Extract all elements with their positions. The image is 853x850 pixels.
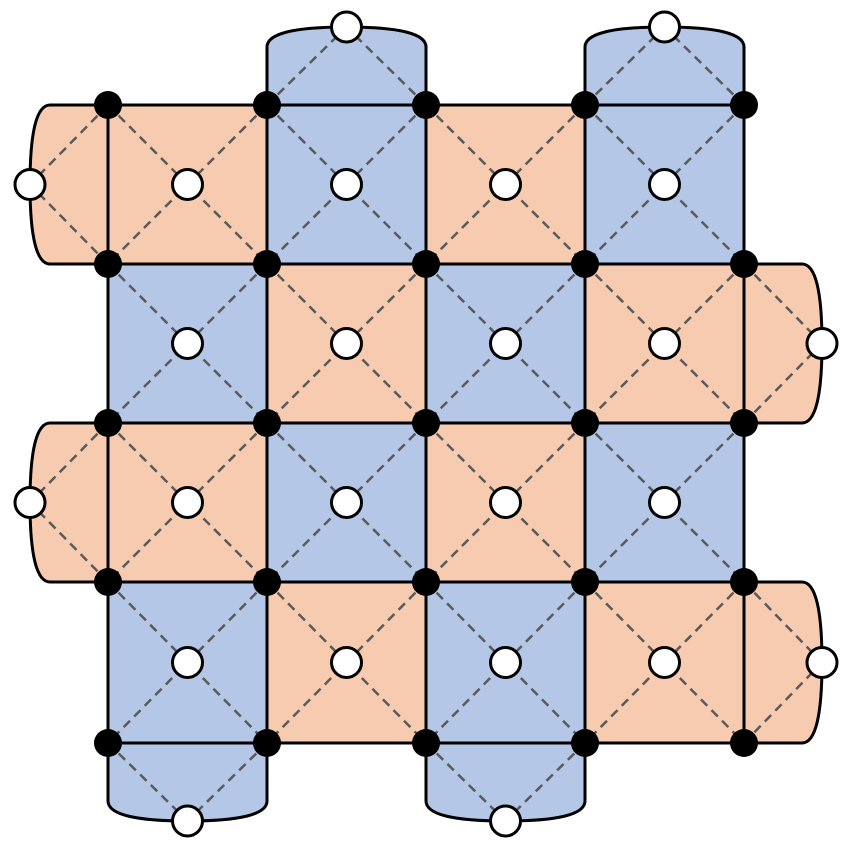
dashed-boundary-link [743,342,823,424]
ancilla-qubit-open-circle-icon [171,486,204,519]
ancilla-qubit-open-circle-icon [171,646,204,679]
ancilla-qubit-open-circle-icon [330,646,363,679]
ancilla-qubit-open-circle-icon [489,646,522,679]
ancilla-qubit-open-circle-icon [330,168,363,201]
data-qubit-filled-circle-icon [730,729,758,757]
dashed-boundary-link [743,263,823,345]
data-qubit-filled-circle-icon [571,409,599,437]
dashed-boundary-link [186,742,268,822]
ancilla-qubit-open-circle-icon [13,168,47,201]
ancilla-qubit-open-circle-icon [330,327,363,360]
data-qubit-filled-circle-icon [412,91,440,119]
data-qubit-filled-circle-icon [253,250,281,278]
data-qubit-filled-circle-icon [571,568,599,596]
dashed-boundary-link [107,742,189,822]
ancilla-qubit-open-circle-icon [489,486,522,519]
data-qubits [94,91,758,757]
data-qubit-filled-circle-icon [571,729,599,757]
data-qubit-filled-circle-icon [94,250,122,278]
data-qubit-filled-circle-icon [730,250,758,278]
data-qubit-filled-circle-icon [253,91,281,119]
ancilla-qubit-open-circle-icon [171,804,204,838]
dashed-boundary-link [743,581,823,664]
ancilla-qubit-open-circle-icon [648,10,681,44]
data-qubit-filled-circle-icon [253,568,281,596]
data-qubit-filled-circle-icon [412,250,440,278]
data-qubit-filled-circle-icon [412,409,440,437]
dashed-boundary-link [425,742,507,822]
ancilla-qubit-open-circle-icon [330,10,363,44]
ancilla-qubit-open-circle-icon [171,168,204,201]
dashed-boundary-link [345,26,427,106]
data-qubit-filled-circle-icon [94,729,122,757]
data-qubit-filled-circle-icon [94,409,122,437]
ancilla-qubit-open-circle-icon [648,168,681,201]
ancilla-qubit-open-circle-icon [489,804,522,838]
data-qubit-filled-circle-icon [730,568,758,596]
ancilla-qubit-open-circle-icon [489,327,522,360]
data-qubit-filled-circle-icon [571,250,599,278]
dashed-boundary-link [743,661,823,744]
dashed-boundary-link [29,422,109,504]
dashed-boundary-link [663,26,745,106]
data-qubit-filled-circle-icon [412,568,440,596]
ancilla-qubit-open-circle-icon [330,486,363,519]
data-qubit-filled-circle-icon [94,91,122,119]
ancilla-qubit-open-circle-icon [648,486,681,519]
data-qubit-filled-circle-icon [730,91,758,119]
ancilla-qubit-open-circle-icon [13,486,47,519]
ancilla-qubit-open-circle-icon [805,646,839,679]
data-qubit-filled-circle-icon [412,729,440,757]
dashed-boundary-link [504,742,586,822]
data-qubit-filled-circle-icon [253,409,281,437]
data-qubit-filled-circle-icon [730,409,758,437]
ancilla-qubit-open-circle-icon [171,327,204,360]
dashed-boundary-link [29,501,109,583]
ancilla-qubit-open-circle-icon [489,168,522,201]
data-qubit-filled-circle-icon [253,729,281,757]
dashed-boundary-link [266,26,348,106]
ancilla-qubit-open-circle-icon [805,327,839,360]
data-qubit-filled-circle-icon [571,91,599,119]
dashed-boundary-link [584,26,666,106]
ancilla-qubits [13,10,839,838]
dashed-boundary-link [29,104,109,186]
ancilla-qubit-open-circle-icon [648,646,681,679]
data-qubit-filled-circle-icon [94,568,122,596]
dashed-boundary-link [29,183,109,265]
ancilla-qubit-open-circle-icon [648,327,681,360]
